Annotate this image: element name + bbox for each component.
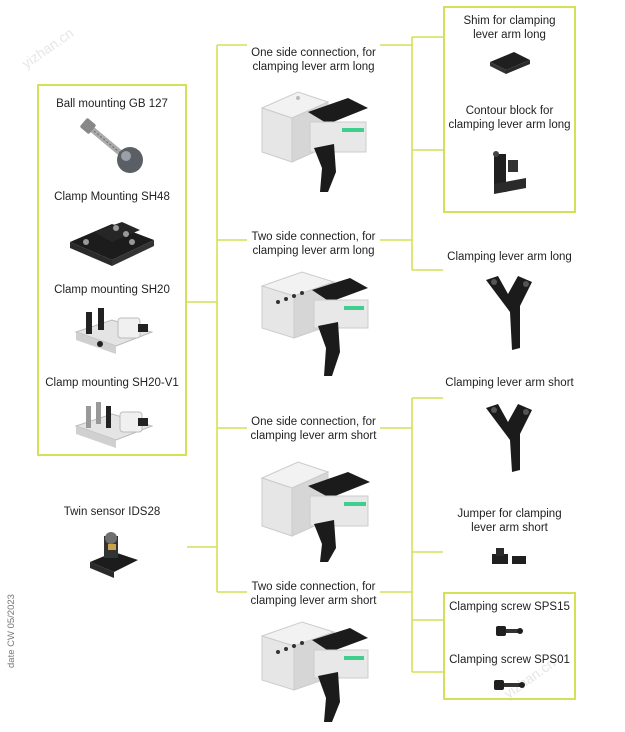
two-side-short-device-icon xyxy=(260,621,369,722)
clamp-mounting-sh20-icon xyxy=(74,308,154,354)
screw-sps15-label: Clamping screw SPS15 xyxy=(449,601,570,613)
shim-icon xyxy=(490,52,530,74)
screw-sps01-label: Clamping screw SPS01 xyxy=(449,654,570,666)
clamp-mounting-sh20-v1-label: Clamp mounting SH20-V1 xyxy=(45,377,179,389)
contour-block-label: Contour block for clamping lever arm lon… xyxy=(448,105,571,131)
clamp-mounting-sh48-icon xyxy=(70,222,154,266)
two-side-long-device-icon xyxy=(260,271,369,376)
twin-sensor-label: Twin sensor IDS28 xyxy=(63,506,161,518)
clamp-mounting-sh20-label: Clamp mounting SH20 xyxy=(54,284,170,296)
contour-block-icon xyxy=(493,151,526,194)
jumper-icon xyxy=(492,548,526,564)
twin-sensor-icon xyxy=(90,532,138,578)
date-label: date CW 05/2023 xyxy=(6,594,17,668)
one-side-long-device-icon xyxy=(260,91,368,192)
ball-mounting-icon xyxy=(80,118,143,173)
center-label-4: Two side connection, for clamping lever … xyxy=(250,581,377,607)
clamp-mounting-sh48-label: Clamp Mounting SH48 xyxy=(54,191,170,203)
lever-arm-short-label: Clamping lever arm short xyxy=(445,377,574,389)
screw-sps15-icon xyxy=(496,626,523,636)
screw-group-box xyxy=(443,592,576,700)
screw-sps01-icon xyxy=(494,680,525,690)
center-label-2: Two side connection, for clamping lever … xyxy=(251,231,376,257)
shim-contour-group-box xyxy=(443,6,576,213)
shim-label: Shim for clamping lever arm long xyxy=(463,15,556,41)
jumper-label: Jumper for clamping lever arm short xyxy=(457,508,562,534)
lever-arm-long-label: Clamping lever arm long xyxy=(447,251,572,263)
center-label-1: One side connection, for clamping lever … xyxy=(251,47,376,73)
mounting-group-box xyxy=(37,84,187,456)
lever-arm-short-icon xyxy=(486,404,532,472)
lever-arm-long-icon xyxy=(486,276,532,350)
one-side-short-device-icon xyxy=(260,461,370,562)
clamp-mounting-sh20-v1-icon xyxy=(74,402,154,448)
center-label-3: One side connection, for clamping lever … xyxy=(250,416,377,442)
ball-mounting-label: Ball mounting GB 127 xyxy=(56,98,168,110)
